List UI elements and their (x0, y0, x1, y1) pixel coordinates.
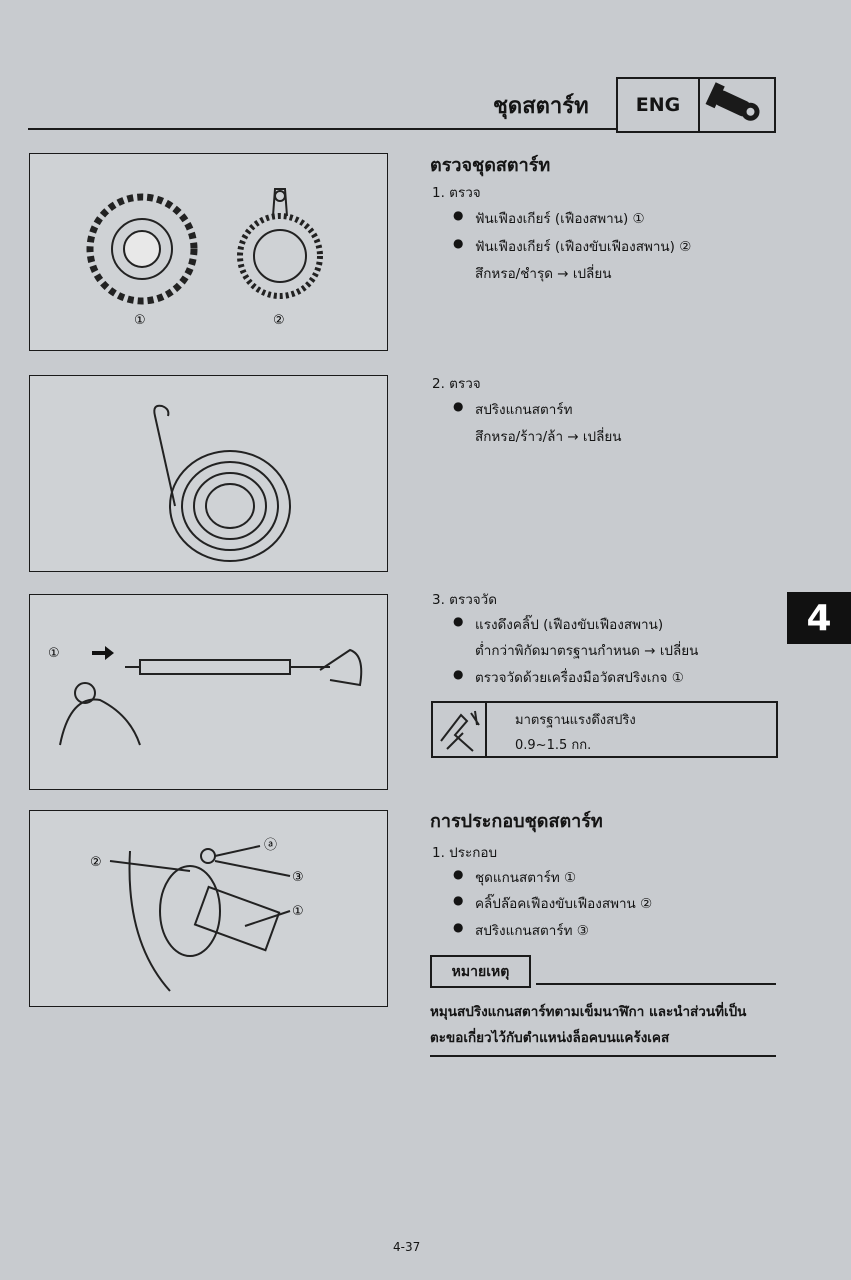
page-number: 4-37 (393, 1240, 421, 1254)
callout-1: ① (48, 646, 60, 661)
step-note: สึกหรอ/ชำรุด → เปลี่ยน (475, 266, 612, 282)
bullet-item: สปริงแกนสตาร์ท ③ (453, 919, 589, 941)
gear-1-illustration (86, 193, 198, 305)
bullet-item: คลิ๊ปล๊อคเฟืองขับเฟืองสพาน ② (453, 892, 652, 914)
step-1-label: 1. ตรวจ (432, 185, 481, 201)
page-title: ชุดสตาร์ท (493, 94, 589, 119)
note-bottom-rule (430, 1055, 776, 1057)
note-rule (536, 983, 776, 985)
callout-a: ⓐ (264, 838, 277, 853)
bullet-item: ฟันเฟืองเกียร์ (เฟืองสพาน) ① (453, 207, 645, 229)
bullet-item: ตรวจวัดด้วยเครื่องมือวัดสปริงเกจ ① (453, 666, 684, 688)
callout-3: ③ (292, 870, 304, 885)
note-label: หมายเหตุ (430, 955, 531, 988)
spec-value: 0.9~1.5 กก. (515, 738, 592, 753)
step-1-label: 1. ประกอบ (432, 845, 498, 861)
figure-spring-gauge: ① (29, 594, 388, 790)
bullet-item: สปริงแกนสตาร์ท (453, 398, 572, 420)
step-2-label: 2. ตรวจ (432, 376, 481, 392)
bullet-item: แรงดึงคลิ๊ป (เฟืองขับเฟืองสพาน) (453, 613, 663, 635)
spec-box: มาตรฐานแรงดึงสปริง 0.9~1.5 กก. (431, 701, 778, 758)
callout-2: ② (273, 313, 285, 328)
note-line: ตะขอเกี่ยวไว้กับตำแหน่งล็อคบนแคร้งเคส (430, 1030, 670, 1046)
figure-gears: ① ② (29, 153, 388, 351)
inspect-heading: ตรวจชุดสตาร์ท (430, 155, 551, 176)
starter-assembly-illustration (109, 845, 291, 992)
spec-label: มาตรฐานแรงดึงสปริง (515, 713, 636, 728)
starter-icon (698, 77, 776, 133)
callout-1: ① (134, 313, 146, 328)
chapter-tab: 4 (787, 592, 851, 644)
bullet-item: ฟันเฟืองเกียร์ (เฟืองขับเฟืองสพาน) ② (453, 235, 691, 257)
figure-assembly: ② ⓐ ③ ① (29, 810, 388, 1007)
figure-starter-spring (29, 375, 388, 572)
spring-illustration (153, 404, 291, 562)
arrow-icon (92, 646, 114, 660)
note-line: หมุนสปริงแกนสตาร์ทตามเข็มนาฬิกา และนำส่ว… (430, 1004, 747, 1020)
callout-1: ① (292, 904, 304, 919)
step-note: สึกหรอ/ร้าว/ล้า → เปลี่ยน (475, 429, 622, 445)
step-note: ต่ำกว่าพิกัดมาตรฐานกำหนด → เปลี่ยน (475, 643, 699, 659)
assembly-heading: การประกอบชุดสตาร์ท (430, 811, 603, 832)
spring-gauge-illustration (59, 648, 363, 746)
bullet-item: ชุดแกนสตาร์ท ① (453, 866, 576, 888)
callout-2: ② (90, 855, 102, 870)
caliper-icon (433, 703, 487, 756)
gear-2-illustration (237, 188, 323, 299)
header-rule (28, 128, 616, 130)
eng-badge: ENG (616, 77, 700, 133)
step-3-label: 3. ตรวจวัด (432, 592, 498, 608)
